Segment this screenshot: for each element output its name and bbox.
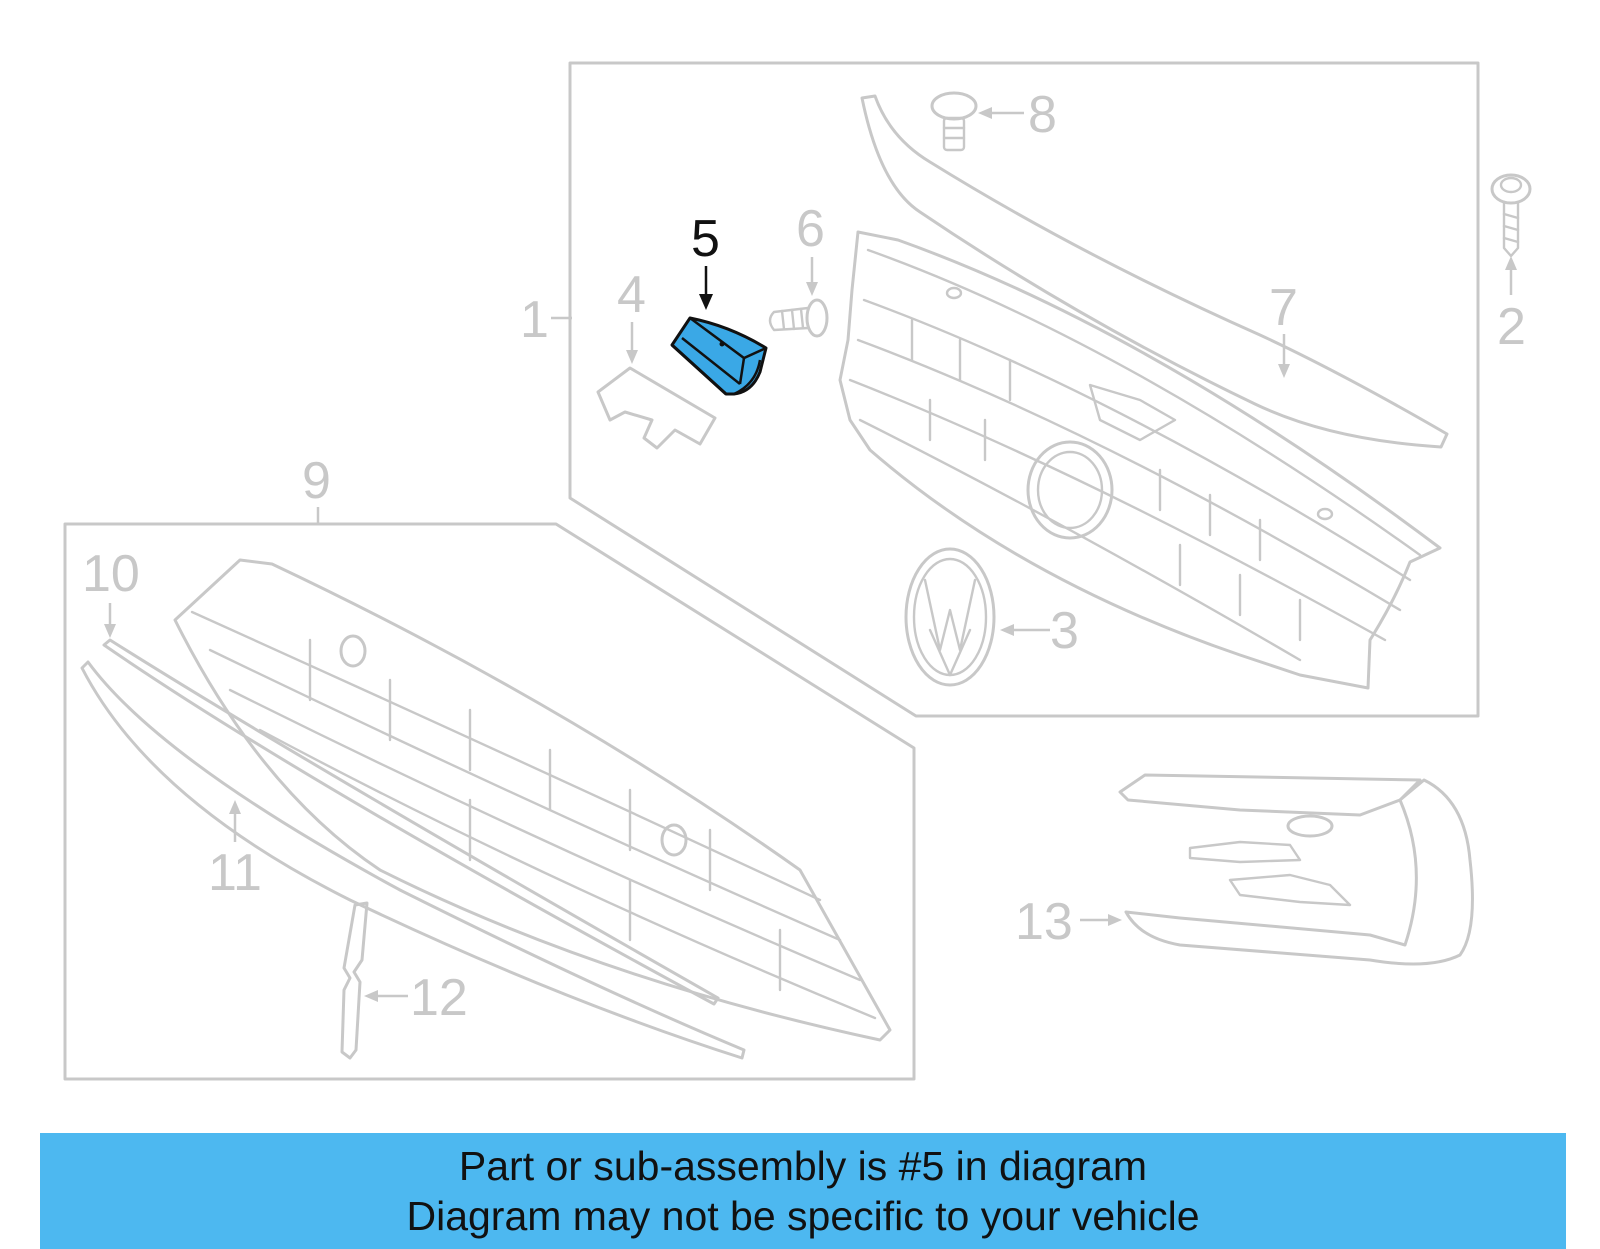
trim-strip-part-11	[80, 660, 746, 1060]
callout-5: 5	[691, 210, 720, 268]
arrow-4	[626, 350, 638, 364]
callout-6: 6	[796, 200, 825, 258]
bolt-part-6	[768, 298, 829, 338]
lower-assembly-frame	[63, 522, 916, 1081]
banner-line-2: Diagram may not be specific to your vehi…	[406, 1193, 1200, 1239]
arrow-6	[806, 282, 818, 296]
upper-assembly-frame	[568, 61, 1480, 718]
callout-8: 8	[1028, 86, 1057, 144]
arrow-10	[104, 624, 116, 638]
callout-11: 11	[208, 844, 262, 902]
callout-9: 9	[302, 452, 331, 510]
arrow-13	[1108, 914, 1122, 926]
emblem-part-3	[904, 547, 996, 687]
trim-strip-part-10	[102, 638, 720, 1006]
callout-7: 7	[1269, 279, 1298, 337]
callout-3: 3	[1050, 602, 1079, 660]
arrow-12	[364, 990, 378, 1002]
clip-part-8	[930, 91, 978, 152]
highlighted-bracket-part-5	[670, 316, 768, 396]
bracket-part-12	[340, 901, 369, 1060]
screw-part-2	[1490, 173, 1532, 258]
banner-line-1: Part or sub-assembly is #5 in diagram	[458, 1143, 1148, 1189]
arrow-3	[1000, 624, 1014, 636]
callout-2: 2	[1497, 298, 1526, 356]
lower-grille	[173, 558, 892, 1042]
arrow-5	[699, 294, 713, 310]
trim-strip-part-7	[860, 94, 1449, 449]
callout-4: 4	[617, 266, 646, 324]
callout-1: 1	[520, 291, 549, 349]
grille-insert-part-13	[1118, 773, 1474, 966]
arrow-8	[978, 107, 992, 119]
callout-13: 13	[1015, 893, 1073, 951]
arrow-2	[1505, 256, 1517, 270]
callout-12: 12	[410, 969, 468, 1027]
bracket-part-4	[596, 366, 717, 450]
upper-grille	[838, 230, 1442, 690]
arrow-11	[229, 800, 241, 814]
info-banner: Part or sub-assembly is #5 in diagram Di…	[40, 1133, 1566, 1249]
callout-10: 10	[82, 545, 140, 603]
arrow-7	[1278, 364, 1290, 378]
